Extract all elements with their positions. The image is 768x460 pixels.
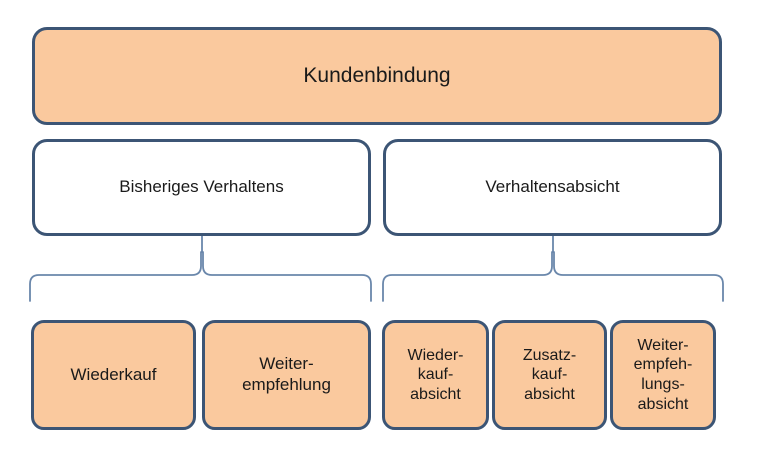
node-wiederkauf[interactable]: Wiederkauf (31, 320, 196, 430)
node-weiterempfehlungsabsicht[interactable]: Weiter- empfeh- lungs- absicht (610, 320, 716, 430)
node-kundenbindung-label: Kundenbindung (303, 64, 451, 88)
node-weiterempfehlungsabsicht-label: Weiter- empfeh- lungs- absicht (633, 336, 693, 413)
node-bisheriges-verhaltens[interactable]: Bisheriges Verhaltens (32, 139, 371, 236)
node-bisheriges-verhaltens-label: Bisheriges Verhaltens (119, 177, 284, 197)
brace-right-icon (382, 251, 724, 302)
node-wiederkauf-label: Wiederkauf (70, 364, 157, 384)
node-wiederkaufabsicht-label: Wieder- kauf- absicht (407, 346, 464, 403)
node-wiederkaufabsicht[interactable]: Wieder- kauf- absicht (382, 320, 489, 430)
node-verhaltensabsicht[interactable]: Verhaltensabsicht (383, 139, 722, 236)
node-verhaltensabsicht-label: Verhaltensabsicht (485, 177, 620, 197)
node-kundenbindung[interactable]: Kundenbindung (32, 27, 722, 125)
node-zusatzkaufabsicht[interactable]: Zusatz- kauf- absicht (492, 320, 607, 430)
node-weiterempfehlung[interactable]: Weiter- empfehlung (202, 320, 371, 430)
node-zusatzkaufabsicht-label: Zusatz- kauf- absicht (522, 346, 577, 403)
brace-left-icon (29, 251, 372, 302)
node-weiterempfehlung-label: Weiter- empfehlung (242, 354, 331, 394)
